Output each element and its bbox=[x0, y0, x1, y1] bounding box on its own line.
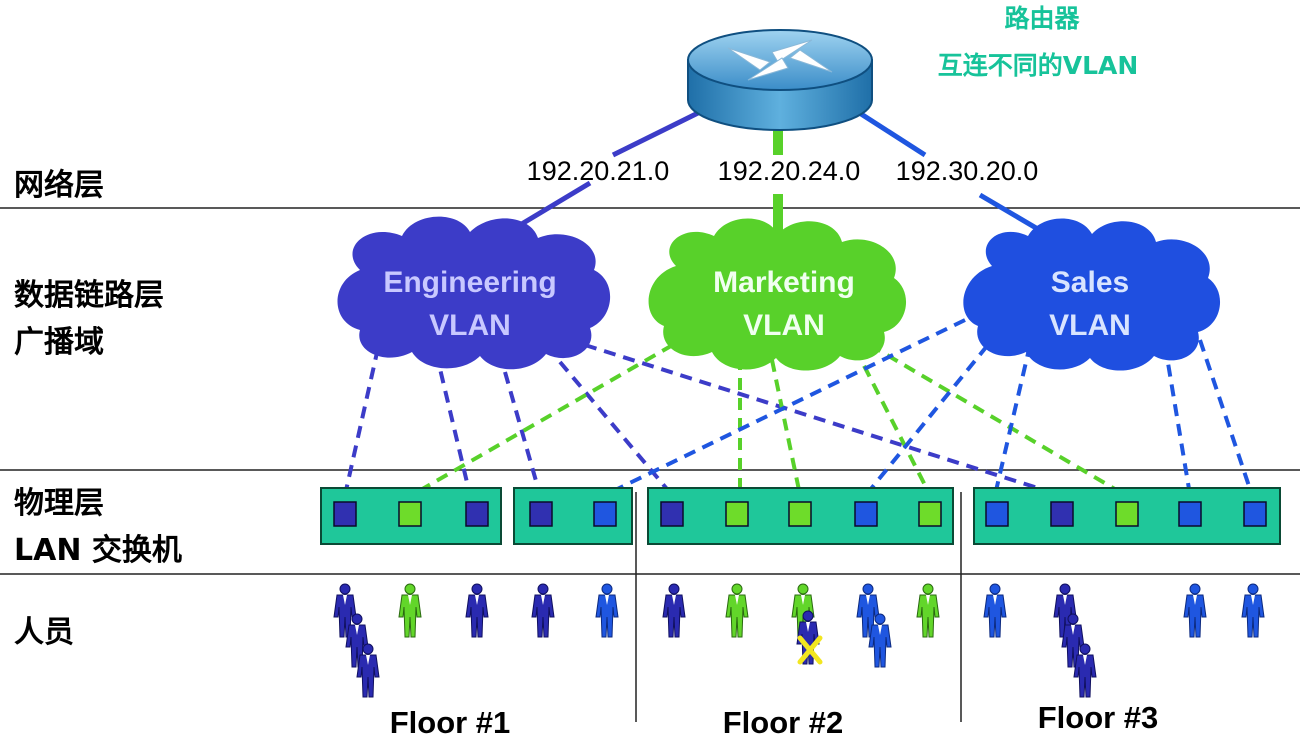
switch-port-sales bbox=[985, 501, 1009, 527]
switch-port-marketing bbox=[918, 501, 942, 527]
router-caption-line2: 互连不同的VLAN bbox=[938, 51, 1139, 80]
subnet-label-sales: 192.30.20.0 bbox=[896, 156, 1039, 186]
switch-port-engineering bbox=[465, 501, 489, 527]
link-router-sales bbox=[856, 109, 927, 158]
person-icon bbox=[465, 583, 489, 638]
switch-port-sales bbox=[854, 501, 878, 527]
person-icon bbox=[1183, 583, 1207, 638]
lan-switch-3 bbox=[647, 487, 954, 545]
lan-switches bbox=[320, 487, 1281, 545]
person-icon bbox=[983, 583, 1007, 638]
vlan-suffix-engineering: VLAN bbox=[429, 309, 511, 342]
link-router-engineering-lower bbox=[513, 180, 592, 231]
vlan-suffix-marketing: VLAN bbox=[743, 309, 825, 342]
person-icon bbox=[1241, 583, 1265, 638]
floor-label-3: Floor #3 bbox=[1038, 700, 1159, 735]
switch-port-marketing bbox=[398, 501, 422, 527]
layer-label-network: 网络层 bbox=[14, 168, 104, 203]
layer-label-switch: LAN 交换机 bbox=[14, 533, 182, 568]
person-icon bbox=[531, 583, 555, 638]
vlan-name-marketing: Marketing bbox=[713, 266, 855, 299]
vlan-name-engineering: Engineering bbox=[383, 266, 556, 299]
floor-label-1: Floor #1 bbox=[390, 705, 511, 739]
switch-port-sales bbox=[1178, 501, 1202, 527]
router-icon bbox=[687, 29, 873, 131]
vlan-cloud-sales: Sales VLAN bbox=[963, 218, 1221, 371]
layer-label-people: 人员 bbox=[14, 615, 74, 650]
layer-label-broadcast: 广播域 bbox=[14, 325, 104, 360]
switch-port-marketing bbox=[1115, 501, 1139, 527]
subnet-label-marketing: 192.20.24.0 bbox=[718, 156, 861, 186]
person-icon bbox=[595, 583, 619, 638]
router-caption-line1: 路由器 bbox=[1004, 4, 1080, 33]
switch-port-engineering bbox=[529, 501, 553, 527]
switch-port-sales bbox=[593, 501, 617, 527]
switch-port-engineering bbox=[660, 501, 684, 527]
vlan-cloud-engineering: Engineering VLAN bbox=[337, 216, 611, 370]
person-icon bbox=[916, 583, 940, 638]
switch-port-engineering bbox=[333, 501, 357, 527]
person-icon bbox=[398, 583, 422, 638]
switch-port-sales bbox=[1243, 501, 1267, 527]
vlan-name-sales: Sales bbox=[1051, 266, 1129, 299]
link-router-engineering bbox=[611, 109, 702, 158]
switch-ports bbox=[333, 501, 1267, 527]
vlan-membership-links bbox=[343, 318, 1254, 497]
subnet-label-engineering: 192.20.21.0 bbox=[527, 156, 670, 186]
vlan-cloud-marketing: Marketing VLAN bbox=[648, 218, 907, 371]
switch-port-marketing bbox=[788, 501, 812, 527]
switch-port-engineering bbox=[1050, 501, 1074, 527]
floor-label-2: Floor #2 bbox=[723, 705, 844, 739]
person-icon bbox=[725, 583, 749, 638]
vlan-suffix-sales: VLAN bbox=[1049, 309, 1131, 342]
layer-label-datalink: 数据链路层 bbox=[14, 278, 164, 313]
switch-port-marketing bbox=[725, 501, 749, 527]
cross-mark-icon bbox=[797, 635, 823, 665]
layer-label-physical: 物理层 bbox=[14, 486, 104, 521]
person-icon bbox=[662, 583, 686, 638]
